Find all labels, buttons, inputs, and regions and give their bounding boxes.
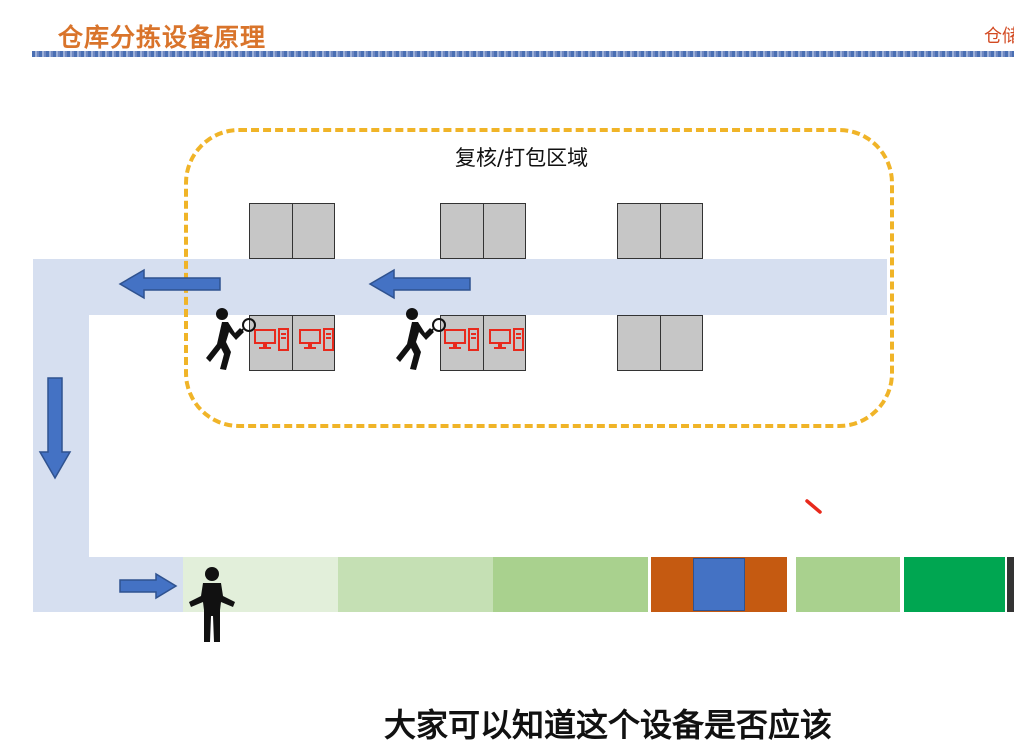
- conveyor-segment: [338, 557, 493, 612]
- arrow-left-icon: [368, 268, 471, 300]
- arrow-right-icon: [119, 572, 178, 600]
- annotation-mark: [805, 499, 822, 514]
- header-rule: [32, 51, 1014, 57]
- computer-icon: [444, 328, 479, 351]
- slide-title: 仓库分拣设备原理: [58, 23, 267, 52]
- conveyor-segment: [493, 557, 648, 612]
- person-with-scanner-icon: [396, 308, 446, 370]
- computer-icon: [489, 328, 524, 351]
- computer-icon: [254, 328, 289, 351]
- review-packing-area: [184, 128, 894, 428]
- conveyor-segment: [796, 557, 900, 612]
- packing-station: [617, 203, 703, 259]
- conveyor-box: [693, 558, 745, 611]
- computer-icon: [299, 328, 334, 351]
- slide-title-right: 仓储: [984, 26, 1014, 47]
- person-with-scanner-icon: [206, 308, 256, 370]
- bottom-subtitle: 大家可以知道这个设备是否应该: [384, 706, 833, 744]
- packing-station: [617, 315, 703, 371]
- conveyor-segment: [904, 557, 1005, 612]
- area-label: 复核/打包区域: [455, 146, 589, 170]
- conveyor-segment: [1007, 557, 1014, 612]
- packing-station: [249, 203, 335, 259]
- packing-station: [440, 203, 526, 259]
- arrow-down-icon: [38, 377, 72, 480]
- standing-person-icon: [189, 567, 235, 642]
- arrow-left-icon: [118, 268, 221, 300]
